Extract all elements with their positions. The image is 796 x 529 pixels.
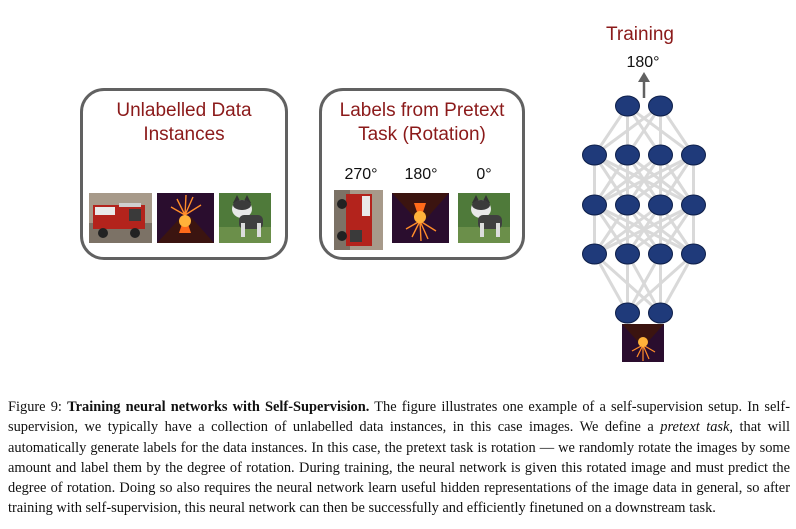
caption-italic-term: pretext task: [660, 419, 730, 436]
figure-caption: Figure 9: Training neural networks with …: [8, 397, 790, 519]
network-nodes: [582, 95, 706, 324]
network-edge: [626, 252, 695, 315]
network-input-volcano-image: [622, 324, 664, 362]
training-title: Training: [606, 24, 674, 45]
network-node: [648, 194, 673, 216]
fire-truck-rotated-image: [334, 190, 383, 250]
network-node: [582, 243, 607, 265]
network-node: [615, 95, 640, 117]
unlabelled-title-line1: Unlabelled Data: [116, 100, 252, 121]
unlabelled-title-line2: Instances: [143, 124, 225, 145]
network-edge: [593, 104, 662, 157]
network-edge: [593, 203, 662, 256]
pretext-panel-title: Labels from Pretext Task (Rotation): [322, 99, 522, 147]
husky-dog-unrotated-image: [458, 193, 510, 243]
network-edge: [593, 203, 695, 256]
volcano-image: [157, 193, 214, 243]
rotation-label-0: 0°: [476, 166, 492, 183]
output-arrowhead: [638, 72, 650, 82]
unlabelled-panel-title: Unlabelled Data Instances: [83, 99, 285, 147]
network-edge: [626, 253, 662, 314]
output-rotation-label: 180°: [626, 54, 660, 71]
rotation-label-180: 180°: [404, 166, 438, 183]
caption-prefix: Figure 9:: [8, 399, 68, 415]
network-node: [681, 194, 706, 216]
network-node: [648, 243, 673, 265]
pretext-title-line2: Task (Rotation): [358, 124, 486, 145]
caption-bold-title: Training neural networks with Self-Super…: [67, 399, 370, 415]
network-node: [615, 144, 640, 166]
caption-text-part2: , that will automatically generate label…: [8, 419, 791, 517]
fire-truck-image: [89, 193, 152, 243]
network-edge: [626, 203, 695, 256]
husky-dog-image: [219, 193, 271, 243]
network-node: [648, 144, 673, 166]
network-node: [615, 243, 640, 265]
network-node: [648, 302, 673, 324]
network-node: [648, 95, 673, 117]
network-edge: [626, 153, 695, 207]
neural-network-diagram: [582, 72, 706, 324]
network-edge: [659, 253, 695, 314]
pretext-title-line1: Labels from Pretext: [339, 100, 505, 121]
network-edge: [593, 153, 662, 207]
network-edge: [593, 153, 695, 207]
network-edges: [593, 104, 695, 315]
network-node: [615, 194, 640, 216]
network-node: [582, 194, 607, 216]
network-node: [582, 144, 607, 166]
caption-text-part1: The figure illustrates one example of a …: [8, 399, 790, 436]
volcano-rotated-image: [392, 193, 449, 243]
network-edge: [593, 253, 629, 314]
network-node: [615, 302, 640, 324]
network-node: [681, 144, 706, 166]
rotation-label-270: 270°: [344, 166, 378, 183]
network-node: [681, 243, 706, 265]
